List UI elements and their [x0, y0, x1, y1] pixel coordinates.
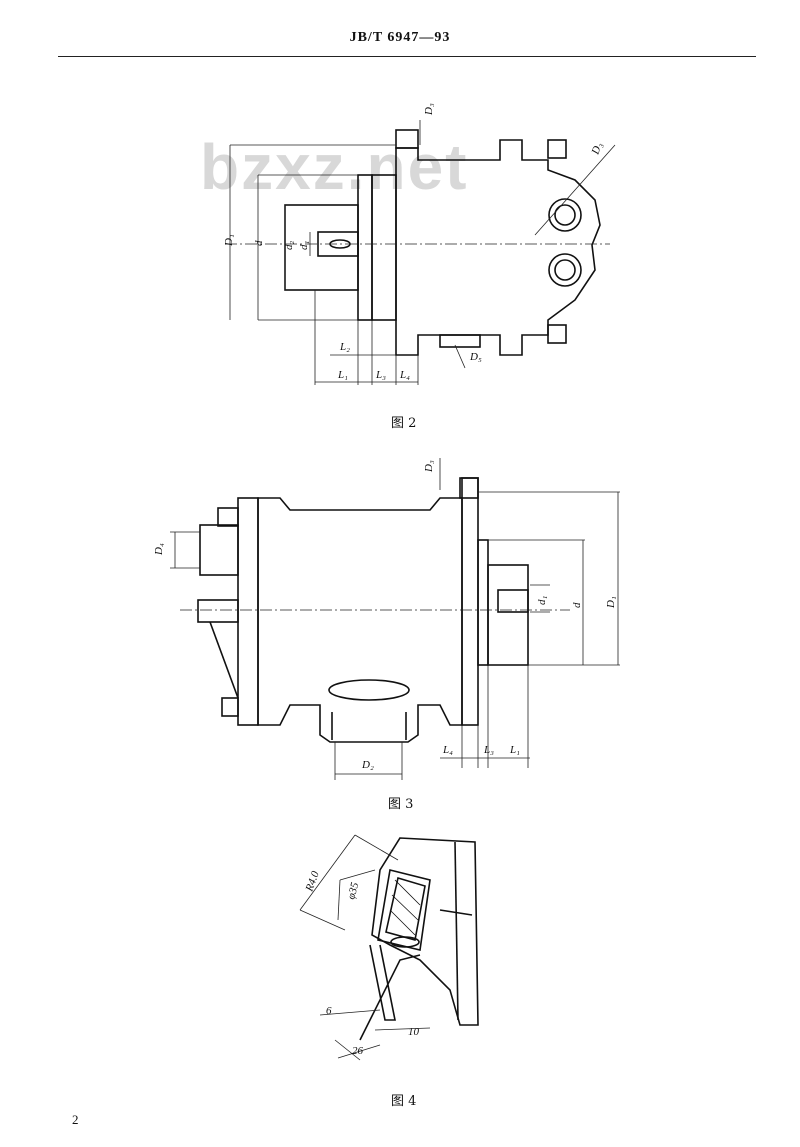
- fig4-label-26: 26: [352, 1045, 364, 1057]
- figure-4-caption: 图 4: [391, 1094, 417, 1109]
- fig3-label-d: d: [571, 602, 583, 608]
- fig4-label-10: 10: [408, 1026, 420, 1038]
- header-rule: [58, 56, 756, 57]
- page-header: JB/T 6947—93: [349, 30, 451, 45]
- fig2-label-L3: L₃: [375, 369, 386, 381]
- watermark-text: bzxz.net: [200, 131, 469, 203]
- fig4-label-6: 6: [326, 1005, 332, 1017]
- fig3-label-d1: d₁: [536, 596, 548, 606]
- page-number: 2: [72, 1112, 79, 1127]
- fig3-label-L4: L₄: [442, 744, 453, 756]
- fig3-label-D3-top: D₃: [423, 460, 435, 473]
- fig2-label-d2: d₂: [283, 241, 295, 251]
- figure-2-caption: 图 2: [391, 416, 417, 431]
- fig2-label-D1: D₁: [223, 234, 235, 247]
- fig3-label-L3: L₃: [483, 744, 494, 756]
- figure-3-caption: 图 3: [388, 797, 414, 812]
- fig4-label-phi: φ35: [345, 881, 361, 901]
- fig4-label-top: R4.0: [303, 869, 322, 894]
- fig2-label-d: d: [253, 240, 265, 246]
- fig2-label-d1: d₁: [298, 241, 310, 251]
- fig3-label-D4: D₄: [153, 543, 165, 556]
- fig2-label-D3-right: D₃: [589, 141, 605, 157]
- fig2-label-D5: D₅: [469, 351, 482, 363]
- fig3-label-D1: D₁: [605, 596, 617, 609]
- fig2-label-L2: L₂: [339, 341, 350, 353]
- fig3-label-L1: L₁: [509, 744, 520, 756]
- fig3-label-D2: D₂: [361, 759, 374, 771]
- fig2-label-D3-top: D₃: [423, 103, 435, 116]
- fig2-label-L1: L₁: [337, 369, 348, 381]
- fig2-label-L4: L₄: [399, 369, 410, 381]
